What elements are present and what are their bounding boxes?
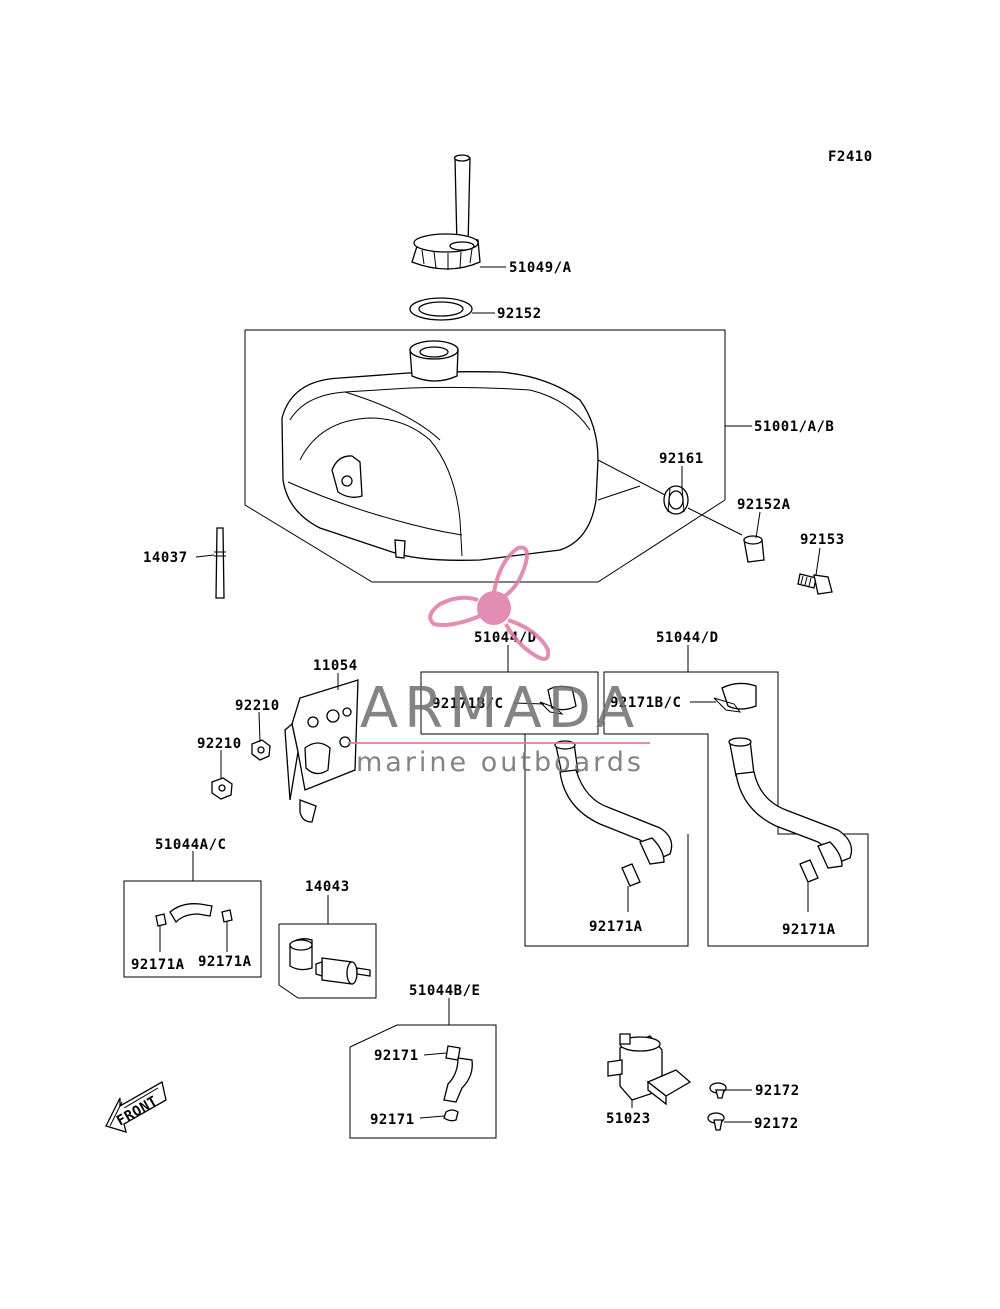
hose-set-2 bbox=[603, 671, 869, 947]
figure-code: F2410 bbox=[828, 149, 873, 165]
label-clamp-ac-right: 92171A bbox=[198, 954, 252, 970]
label-screw-top: 92172 bbox=[755, 1083, 800, 1099]
label-clamp-b1: 92171B/C bbox=[432, 696, 503, 712]
label-tank: 51001/A/B bbox=[754, 419, 834, 435]
fuel-cock bbox=[607, 1033, 692, 1106]
nut-lower bbox=[211, 777, 233, 800]
label-collar: 92152A bbox=[737, 497, 791, 513]
label-clamp-b2: 92171B/C bbox=[610, 695, 681, 711]
label-filter: 14043 bbox=[305, 879, 350, 895]
label-clamp-a1: 92171A bbox=[589, 919, 643, 935]
cap-gasket bbox=[409, 297, 473, 321]
fuel-filter bbox=[278, 923, 377, 999]
label-cap: 51049/A bbox=[509, 260, 572, 276]
label-tube-14037: 14037 bbox=[143, 550, 188, 566]
label-clamp-a2: 92171A bbox=[782, 922, 836, 938]
label-clamp-be-top: 92171 bbox=[374, 1048, 419, 1064]
bolt bbox=[797, 573, 833, 595]
label-bracket: 11054 bbox=[313, 658, 358, 674]
bracket bbox=[284, 679, 359, 823]
tube-14037 bbox=[214, 527, 226, 599]
hose-set-1 bbox=[420, 671, 689, 947]
grommet-axis-line bbox=[687, 507, 743, 536]
hose-be bbox=[349, 1024, 497, 1139]
label-hose-be: 51044B/E bbox=[409, 983, 480, 999]
front-arrow-icon: FRONT bbox=[105, 1080, 167, 1133]
label-hose-set-2: 51044/D bbox=[656, 630, 719, 646]
label-hose-set-1: 51044/D bbox=[474, 630, 537, 646]
watermark-subtitle: marine outboards bbox=[356, 747, 644, 778]
screw-bottom bbox=[707, 1112, 725, 1131]
label-clamp-ac-left: 92171A bbox=[131, 957, 185, 973]
label-bolt: 92153 bbox=[800, 532, 845, 548]
propeller-logo-icon bbox=[428, 545, 551, 661]
label-nut-lower: 92210 bbox=[197, 736, 242, 752]
label-cap-gasket: 92152 bbox=[497, 306, 542, 322]
label-hose-ac: 51044A/C bbox=[155, 837, 226, 853]
screw-top bbox=[709, 1082, 727, 1099]
fuel-cap-assembly bbox=[411, 154, 481, 270]
label-grommet: 92161 bbox=[659, 451, 704, 467]
label-cock: 51023 bbox=[606, 1111, 651, 1127]
label-clamp-be-bottom: 92171 bbox=[370, 1112, 415, 1128]
nut-upper bbox=[251, 739, 271, 761]
part-labels: 51049/A 92152 51001/A/B 92161 92152A 921… bbox=[131, 260, 845, 1132]
watermark: ARMADA marine outboards bbox=[348, 545, 650, 778]
collar bbox=[743, 535, 765, 563]
fuel-tank bbox=[244, 329, 726, 583]
grommet bbox=[663, 485, 689, 515]
watermark-title: ARMADA bbox=[360, 676, 640, 741]
label-screw-bottom: 92172 bbox=[754, 1116, 799, 1132]
hose-ac bbox=[123, 880, 262, 978]
label-nut-upper: 92210 bbox=[235, 698, 280, 714]
leader-lines bbox=[159, 266, 821, 1123]
